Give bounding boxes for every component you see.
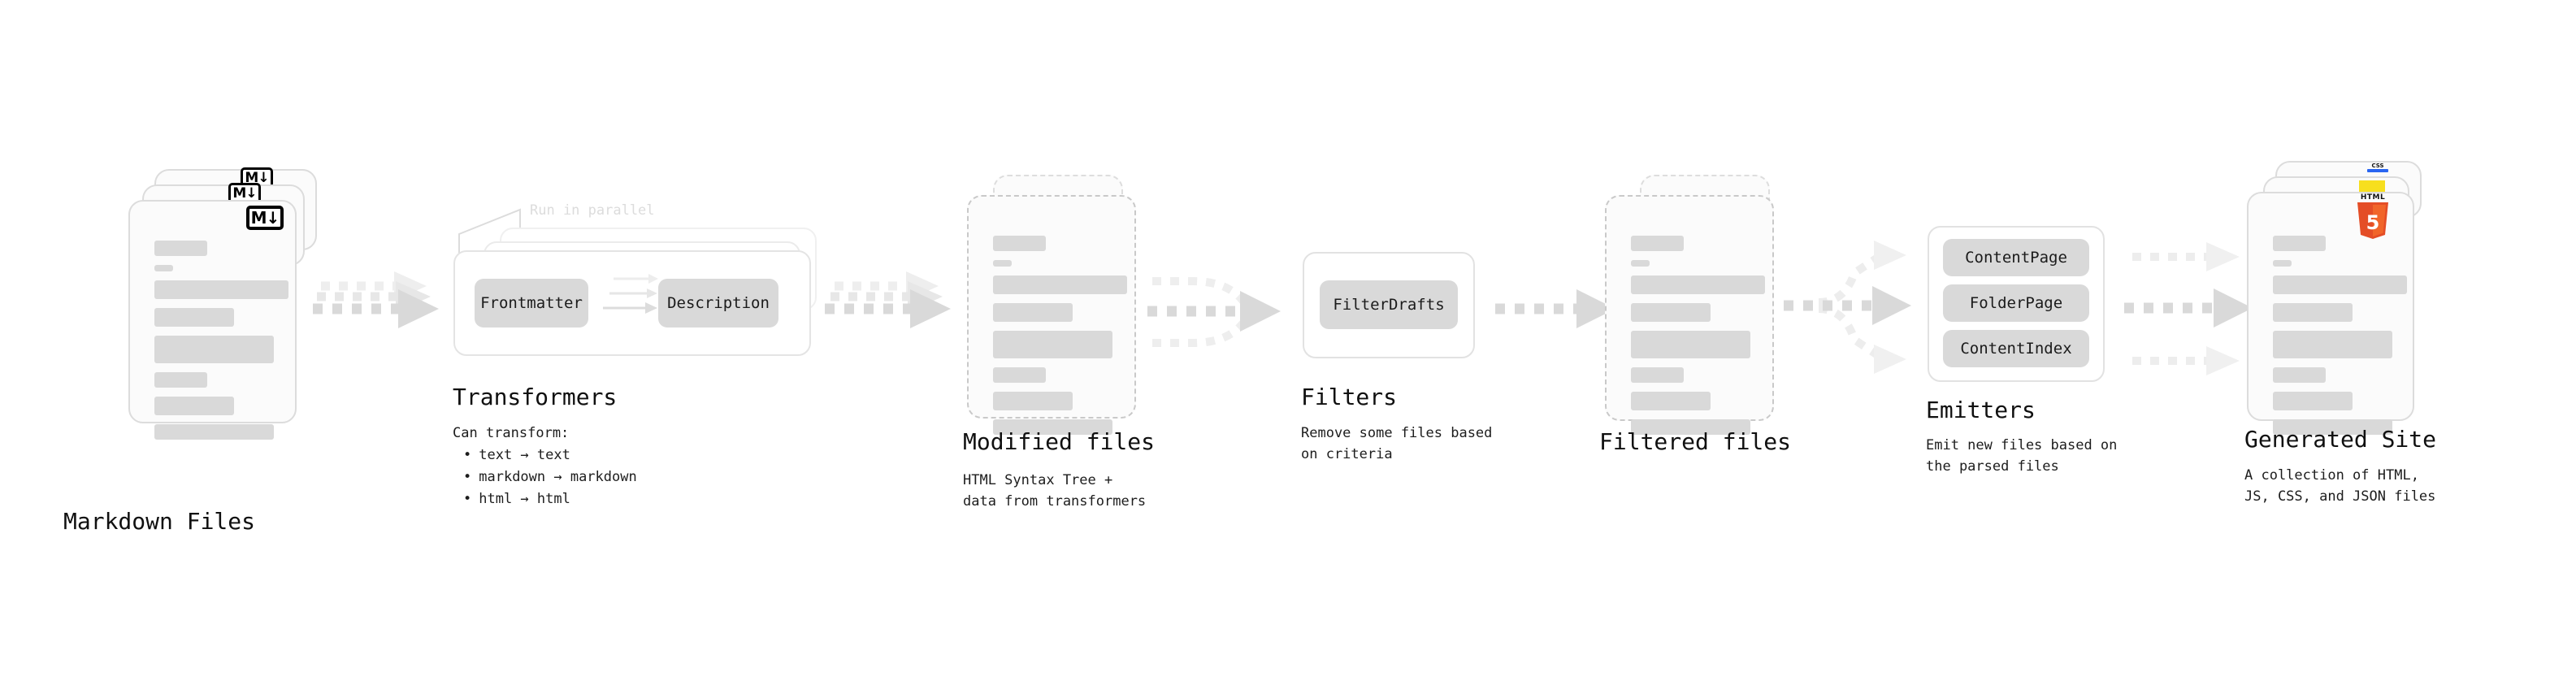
connector-emitters-to-site <box>2124 242 2253 375</box>
modified-files-title: Modified files <box>963 428 1156 455</box>
modified-files-description: HTML Syntax Tree + data from transformer… <box>963 472 1147 510</box>
emitters-description: Emit new files based on the parsed files <box>1926 437 2118 475</box>
transformer-internal-arrows <box>603 274 658 314</box>
modified-file-content <box>993 236 1127 444</box>
emitters-title: Emitters <box>1926 397 2036 423</box>
filters-chip-filterdrafts[interactable]: FilterDrafts <box>1320 280 1458 329</box>
markdown-file-front <box>128 200 297 440</box>
filtered-files-title: Filtered files <box>1599 428 1792 455</box>
html5-badge-label: HTML <box>2360 193 2386 202</box>
markdown-badge-front: M↓ <box>246 206 284 230</box>
transformers-description: Can transform: <box>453 425 570 441</box>
connector-modified-to-filters <box>1147 277 1281 347</box>
generated-file-content <box>2273 236 2407 444</box>
emitters-chip-contentpage[interactable]: ContentPage <box>1943 239 2089 276</box>
transformers-title: Transformers <box>453 384 618 410</box>
markdown-file-content <box>154 241 288 449</box>
transformer-chip-description[interactable]: Description <box>658 279 778 327</box>
generated-file-html <box>2247 192 2414 435</box>
html5-badge-digit: 5 <box>2366 211 2380 234</box>
filtered-file-content <box>1631 236 1765 444</box>
connector-filtered-to-emitters <box>1784 241 1911 374</box>
transformers-bullet-1: markdown → markdown <box>463 466 636 488</box>
transformers-bullet-0: text → text <box>463 445 637 466</box>
css3-badge: CSS <box>2367 163 2388 172</box>
connector-transformers-to-modified <box>825 271 951 328</box>
emitters-chip-folderpage[interactable]: FolderPage <box>1943 284 2089 322</box>
css3-badge-bar <box>2367 169 2388 172</box>
connector-markdown-to-transformers <box>313 271 439 328</box>
run-in-parallel-bracket <box>458 208 521 254</box>
filtered-file-front <box>1605 195 1774 435</box>
transformers-bullet-list: text → text markdown → markdown html → h… <box>463 445 637 510</box>
run-in-parallel-label: Run in parallel <box>530 202 655 219</box>
connector-filters-to-filtered <box>1495 289 1615 328</box>
modified-file-front <box>967 195 1136 435</box>
generated-site-title: Generated Site <box>2244 426 2437 453</box>
filters-title: Filters <box>1301 384 1398 410</box>
transformer-chip-frontmatter[interactable]: Frontmatter <box>475 279 588 327</box>
emitters-chip-contentindex[interactable]: ContentIndex <box>1943 330 2089 367</box>
markdown-files-title: Markdown Files <box>63 508 256 535</box>
transformers-bullet-2: html → html <box>463 488 637 510</box>
filters-description: Remove some files based on criteria <box>1301 425 1493 462</box>
css3-badge-label: CSS <box>2371 163 2384 169</box>
generated-site-description: A collection of HTML, JS, CSS, and JSON … <box>2244 467 2436 505</box>
html5-badge: HTML 5 <box>2355 193 2391 239</box>
